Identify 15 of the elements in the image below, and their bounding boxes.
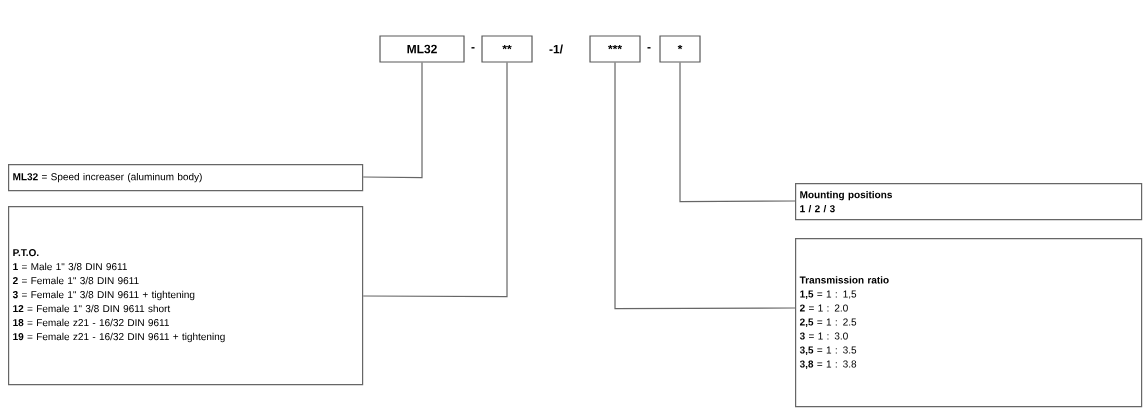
connector-line (362, 62, 423, 179)
description-box: ML32 = Speed increaser (aluminum body) (8, 164, 364, 192)
connector-line (679, 62, 796, 203)
separator-text: -1/ (549, 44, 563, 54)
connector-line (614, 62, 796, 310)
description-box: P.T.O. 1 = Male 1" 3/8 DIN 9611 2 = Female 1" 3/8 DIN 9611 3 = Female 1" 3/8 DIN 9611 + tightening 12 = Female 1" 3/8 DIN 9611 short 18 = Female z21 - 16/32 DIN 9611 19 = Female z21 - 16/32 DIN 9611 + tightening (8, 206, 364, 386)
separator-text: - (471, 47, 475, 49)
separator-text: - (647, 47, 651, 49)
description-box: Mounting positions 1 / 2 / 3 (795, 183, 1143, 221)
code-box: * (659, 35, 701, 63)
code-box: ML32 (379, 35, 465, 63)
code-box: ** (481, 35, 533, 63)
description-box: Transmission ratio 1,5 = 1 : 1,5 2 = 1 : 2.0 2,5 = 1 : 2.5 3 = 1 : 3.0 3,5 = 1 : 3.5 3,8 = 1 : 3.8 (795, 238, 1143, 408)
connector-line (362, 62, 508, 298)
code-box: *** (589, 35, 641, 63)
